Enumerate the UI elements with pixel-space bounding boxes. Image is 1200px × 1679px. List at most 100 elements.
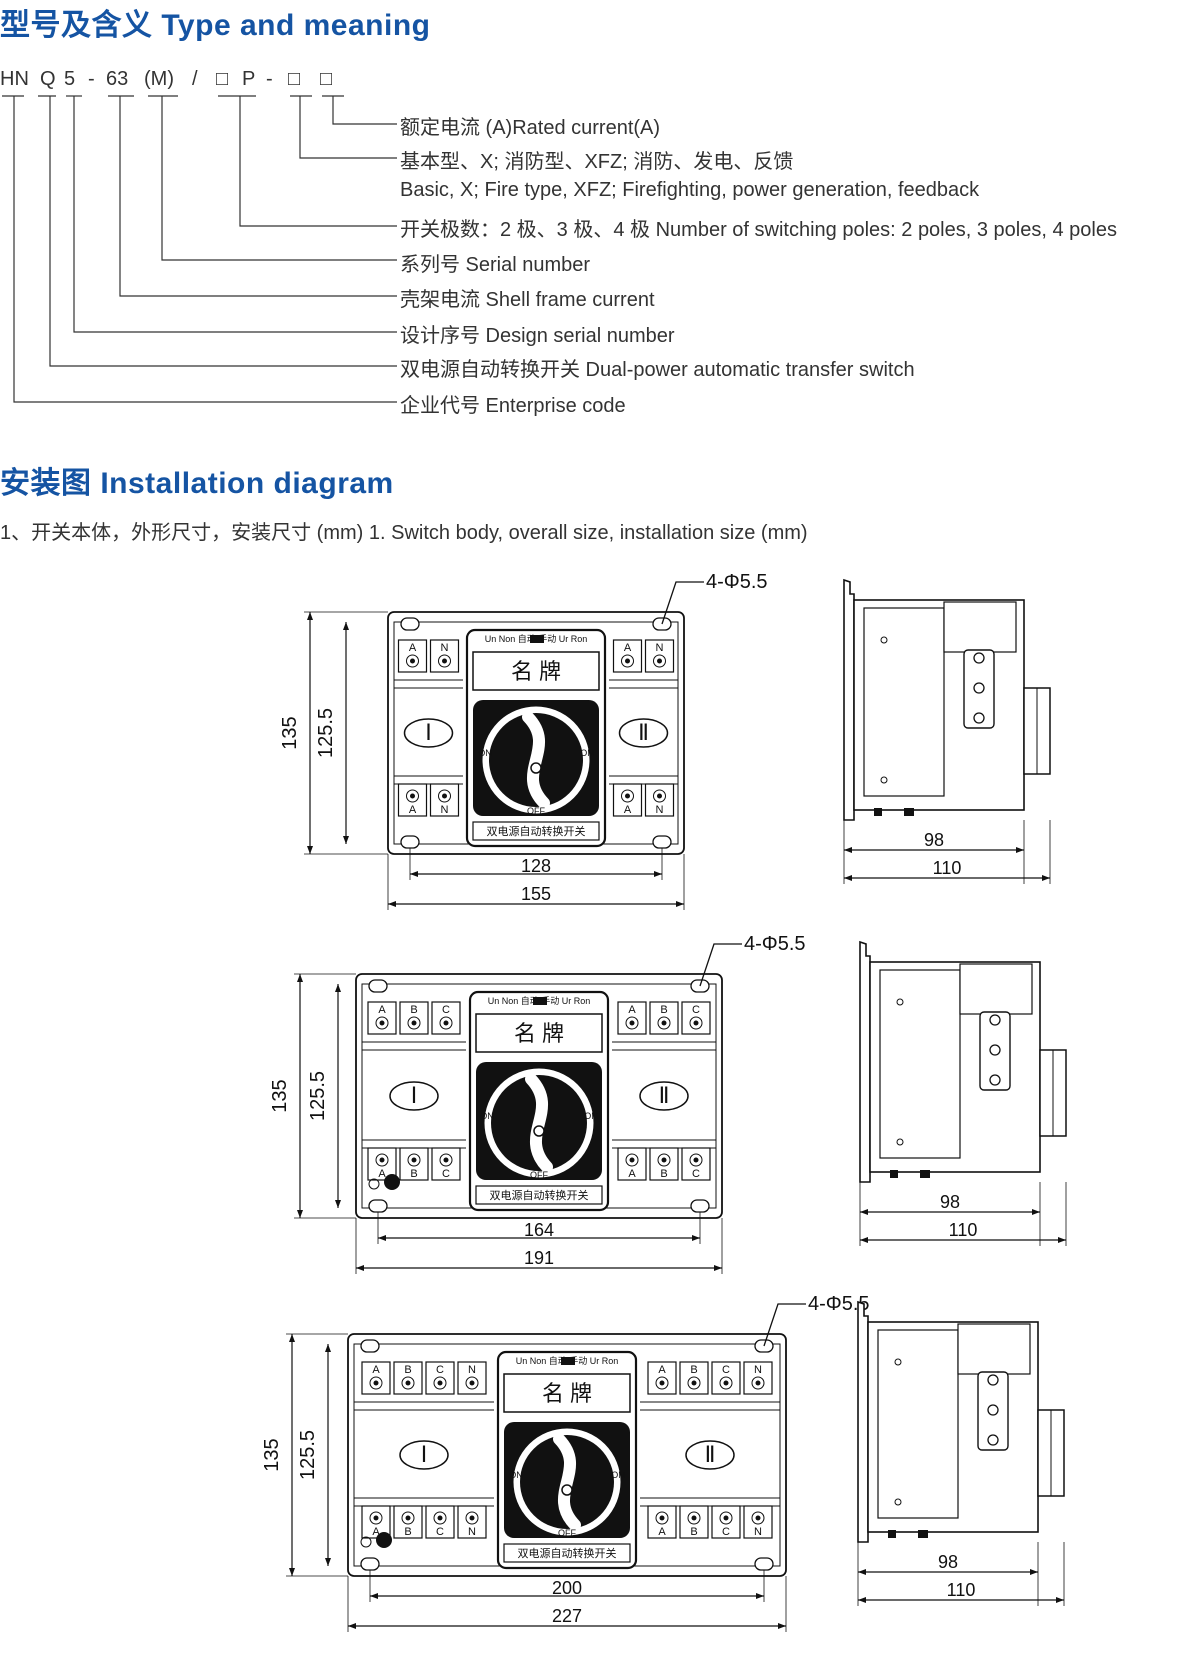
mounting-plate: [857, 1300, 869, 1543]
terminal-letter: N: [656, 804, 664, 816]
code-leader-lines: [2, 95, 397, 403]
height-mount-dim-arrow-bottom: [325, 1558, 331, 1566]
source-1-label: Ⅰ: [425, 720, 432, 745]
terminal-letter: A: [372, 1526, 380, 1538]
terminal-letter: A: [378, 1004, 386, 1016]
height-mount-value: 125.5: [307, 1071, 329, 1121]
terminal-screw: [625, 1016, 639, 1030]
terminal-screw: [438, 654, 451, 668]
side-top-cover: [959, 963, 1033, 1015]
terminal-screw: [653, 789, 666, 803]
depth-inner-value: 98: [924, 830, 944, 850]
mounting-plate: [843, 578, 855, 821]
ground-icon: [376, 1532, 392, 1548]
terminal-screw: [621, 654, 634, 668]
terminal-letter: B: [410, 1168, 417, 1180]
knob-arrow: [534, 1159, 544, 1167]
height-outer-dim-arrow-bottom: [297, 1210, 303, 1218]
terminal-letter: B: [690, 1526, 697, 1538]
width-mount-dim-arrow-right: [654, 871, 662, 877]
nameplate-text: 名 牌: [514, 1021, 564, 1046]
depth-inner-dim-arrow-left: [844, 847, 852, 853]
side-screw: [989, 1074, 1001, 1086]
side-base: [877, 1329, 959, 1519]
meaning-poles: 开关极数：2 极、3 极、4 极 Number of switching pol…: [400, 219, 1117, 241]
code-part: Q: [40, 68, 56, 90]
terminal-letter: C: [436, 1364, 444, 1376]
terminal-letter: N: [441, 642, 449, 654]
code-part: /: [192, 68, 198, 90]
side-hole: [894, 1498, 902, 1506]
code-part: 63: [106, 68, 129, 90]
side-foot: [890, 1170, 898, 1178]
depth-outer-dim-arrow-right: [1058, 1237, 1066, 1243]
terminal-screw: [407, 1153, 421, 1167]
code-part: -: [88, 68, 95, 90]
terminal-letter: A: [409, 804, 417, 816]
terminal-letter: A: [624, 642, 632, 654]
width-outer-dim-arrow-left: [356, 1265, 364, 1271]
terminal-screw-center: [661, 1020, 667, 1026]
installation-subtitle: 1、开关本体，外形尺寸，安装尺寸 (mm) 1. Switch body, ov…: [0, 522, 808, 544]
terminal-screw-center: [410, 793, 415, 799]
terminal-screw: [439, 1153, 453, 1167]
terminal-screw-center: [657, 658, 662, 664]
terminal-letter: C: [442, 1004, 450, 1016]
source-2-badge: [618, 718, 669, 748]
code-part: □: [288, 68, 301, 90]
side-top-cover: [943, 601, 1017, 653]
terminal-letter: C: [722, 1364, 730, 1376]
meaning-rated-current: 额定电流 (A)Rated current(A): [400, 117, 661, 139]
terminal-block: [425, 1505, 455, 1539]
mounting-hole: [690, 1199, 710, 1213]
width-outer-dim-arrow-left: [348, 1623, 356, 1629]
knob-handle: [553, 1433, 581, 1531]
knob-arrow: [562, 1517, 572, 1525]
height-mount-dim-arrow-bottom: [335, 1200, 341, 1208]
mounting-hole: [754, 1557, 774, 1571]
side-top-cover: [957, 1323, 1031, 1375]
product-label-plate: [503, 1543, 631, 1563]
hole-label: 4-Φ5.5: [744, 933, 806, 955]
meaning-shell-frame: 壳架电流 Shell frame current: [400, 289, 655, 311]
meaning-product: 双电源自动转换开关 Dual-power automatic transfer …: [400, 359, 915, 381]
width-mount-dim-arrow-left: [378, 1235, 386, 1241]
terminal-screw-center: [659, 1515, 665, 1521]
mode-switch: [561, 1357, 575, 1365]
terminal-screw-center: [442, 793, 447, 799]
source-2-label: Ⅱ: [638, 720, 649, 745]
terminal-screw: [465, 1511, 479, 1525]
terminal-screw-center: [723, 1380, 729, 1386]
ground-screw: [368, 1178, 380, 1190]
side-hole: [880, 636, 888, 644]
meaning-type-en: Basic, X; Fire type, XFZ; Firefighting, …: [400, 179, 980, 201]
terminal-letter: A: [658, 1526, 666, 1538]
code-part: -: [266, 68, 273, 90]
mounting-hole: [400, 835, 420, 849]
terminal-screw: [655, 1376, 669, 1390]
nameplate: [475, 1013, 603, 1053]
terminal-block: [617, 1147, 647, 1181]
terminal-screw: [369, 1376, 383, 1390]
height-mount-dim-arrow-top: [343, 622, 349, 630]
terminal-letter: C: [692, 1168, 700, 1180]
meaning-type-cn: 基本型、X; 消防型、XFZ; 消防、发电、反馈: [400, 151, 794, 173]
side-hole: [896, 998, 904, 1006]
terminal-screw-center: [657, 793, 662, 799]
side-mechanism: [979, 1011, 1011, 1091]
meaning-design-serial: 设计序号 Design serial number: [400, 325, 675, 347]
terminal-letter: N: [754, 1526, 762, 1538]
code-part: HN: [0, 68, 29, 90]
knob-pivot: [530, 762, 542, 774]
height-mount-dim-arrow-top: [335, 984, 341, 992]
product-label-plate: [472, 821, 600, 841]
side-hole: [880, 776, 888, 784]
terminal-screw: [406, 789, 419, 803]
side-foot: [874, 808, 882, 816]
width-mount-dim-arrow-left: [370, 1593, 378, 1599]
installation-title: 安装图 Installation diagram: [0, 467, 394, 500]
terminal-screw: [653, 654, 666, 668]
